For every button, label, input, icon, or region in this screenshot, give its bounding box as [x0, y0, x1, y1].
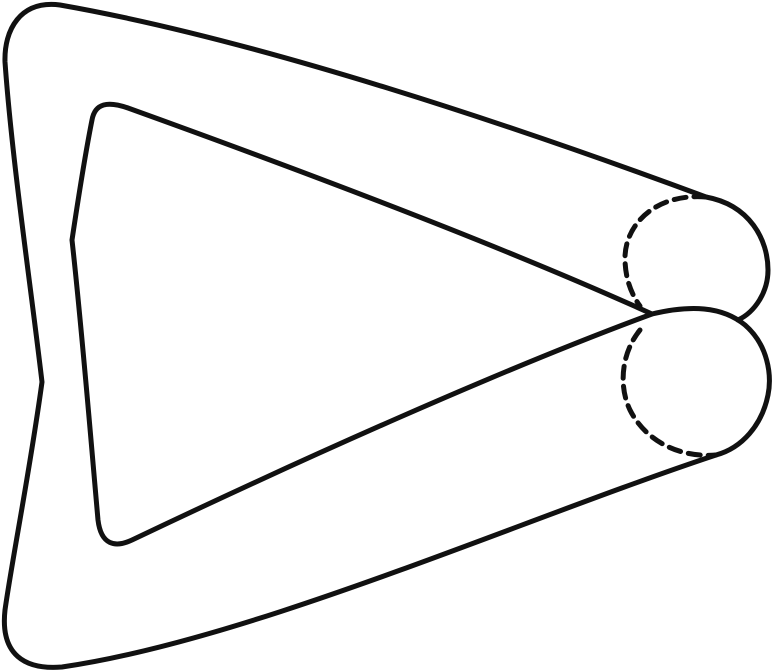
upper-end-circle [703, 194, 771, 323]
upper-circle-hidden-arc [622, 194, 709, 309]
lower-end-circle [649, 306, 772, 458]
lower-circle-hidden-arc [620, 327, 719, 458]
outer-band-loop [1, 1, 719, 670]
inner-band-loop [69, 101, 655, 547]
